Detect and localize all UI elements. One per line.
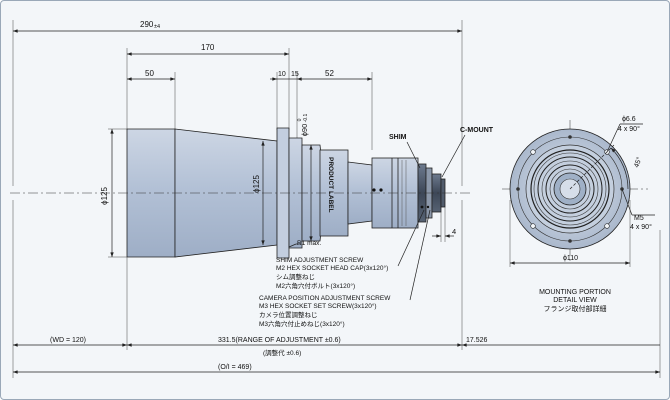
radius-label: R1 max.: [297, 240, 321, 247]
cam-screw-jp2: M3六角穴付止めねじ(3x120°): [259, 319, 345, 328]
shim-screw-jp2: M2六角穴付ボルト(3x120°): [276, 281, 355, 290]
mid-diameter-label: ϕ125: [252, 175, 261, 193]
detail-title-jp: フランジ取付部詳細: [544, 304, 607, 313]
overall-length-label: 290: [140, 20, 154, 29]
shim-callout: SHIM: [389, 134, 421, 169]
detail-title-en1: MOUNTING PORTION: [539, 289, 611, 296]
overall-length-tolerance: ±4: [154, 24, 160, 30]
dimension-flange-rear: 10 15 52: [270, 69, 373, 150]
radius-note: R1 max.: [288, 240, 321, 248]
shim-screw-en1: SHIM ADJUSTMENT SCREW: [276, 257, 364, 264]
back-focus-label: 17.526: [466, 337, 488, 344]
dimension-overall: 290 ±4: [12, 20, 463, 186]
tap-label: M5: [634, 215, 644, 222]
angle-label: 45°: [632, 156, 643, 169]
dimension-flange-diameter: ϕ90 0 -0.1: [297, 113, 313, 241]
rear-length-label: 52: [325, 69, 334, 78]
flange-tol-top: 0: [297, 118, 303, 121]
bottom-dimensions: (WD = 120) 331.5(RANGE OF ADJUSTMENT ±0.…: [12, 200, 661, 378]
shim-screw-note: SHIM ADJUSTMENT SCREW M2 HEX SOCKET HEAD…: [276, 209, 425, 290]
c-mount-callout: C-MOUNT: [441, 127, 494, 178]
front-length-label: 170: [201, 43, 215, 52]
front-diameter-label: ϕ125: [100, 187, 109, 205]
tap-count-label: 4 x 90°: [630, 223, 652, 231]
dimension-front-diameter: ϕ125: [100, 128, 127, 258]
oi-label: (O/I = 469): [218, 364, 252, 371]
front-barrel-label: 50: [145, 69, 154, 78]
detail-hole-note: ϕ6.6 4 x 90°: [606, 116, 643, 153]
dimension-cmount-offset: 4: [432, 207, 456, 242]
cmount-offset-label: 4: [452, 227, 456, 236]
cam-screw-en2: M3 HEX SOCKET SET SCREW(3x120°): [259, 302, 377, 310]
dimension-front-barrel: 50: [126, 69, 176, 130]
detail-title: MOUNTING PORTION DETAIL VIEW フランジ取付部詳細: [539, 289, 611, 313]
dimension-detail-outer: ϕ110: [509, 200, 631, 267]
dimension-front-length: 170: [126, 43, 290, 130]
outer-diameter-label: ϕ110: [563, 255, 578, 262]
hole-count-label: 4 x 90°: [618, 125, 640, 133]
shim-screw-jp1: シム調整ねじ: [276, 272, 315, 281]
detail-tap-note: M5 4 x 90°: [621, 188, 655, 231]
range-jp-label: (調整代 ±0.6): [263, 348, 301, 357]
detail-title-en2: DETAIL VIEW: [553, 297, 597, 304]
shim-screw-en2: M2 HEX SOCKET HEAD CAP(3x120°): [276, 264, 388, 272]
shim-label: SHIM: [389, 134, 407, 141]
product-label-text: PRODUCT LABEL: [327, 157, 334, 213]
mounting-detail-view: 45°: [502, 120, 648, 262]
camera-screw-note: CAMERA POSITION ADJUSTMENT SCREW M3 HEX …: [259, 209, 431, 328]
flange-diameter-label: ϕ90: [300, 124, 309, 137]
cam-screw-jp1: カメラ位置調整ねじ: [259, 310, 318, 319]
dimension-mid-diameter: ϕ125: [252, 141, 265, 245]
flange-b-label: 15: [291, 71, 299, 78]
wd-label: (WD = 120): [50, 337, 86, 344]
cam-screw-en1: CAMERA POSITION ADJUSTMENT SCREW: [259, 295, 391, 302]
flange-tol-bottom: -0.1: [303, 113, 309, 122]
hole-diameter-label: ϕ6.6: [622, 116, 636, 123]
c-mount-label: C-MOUNT: [460, 127, 494, 134]
range-label: 331.5(RANGE OF ADJUSTMENT ±0.6): [218, 337, 341, 344]
flange-a-label: 10: [278, 71, 286, 78]
